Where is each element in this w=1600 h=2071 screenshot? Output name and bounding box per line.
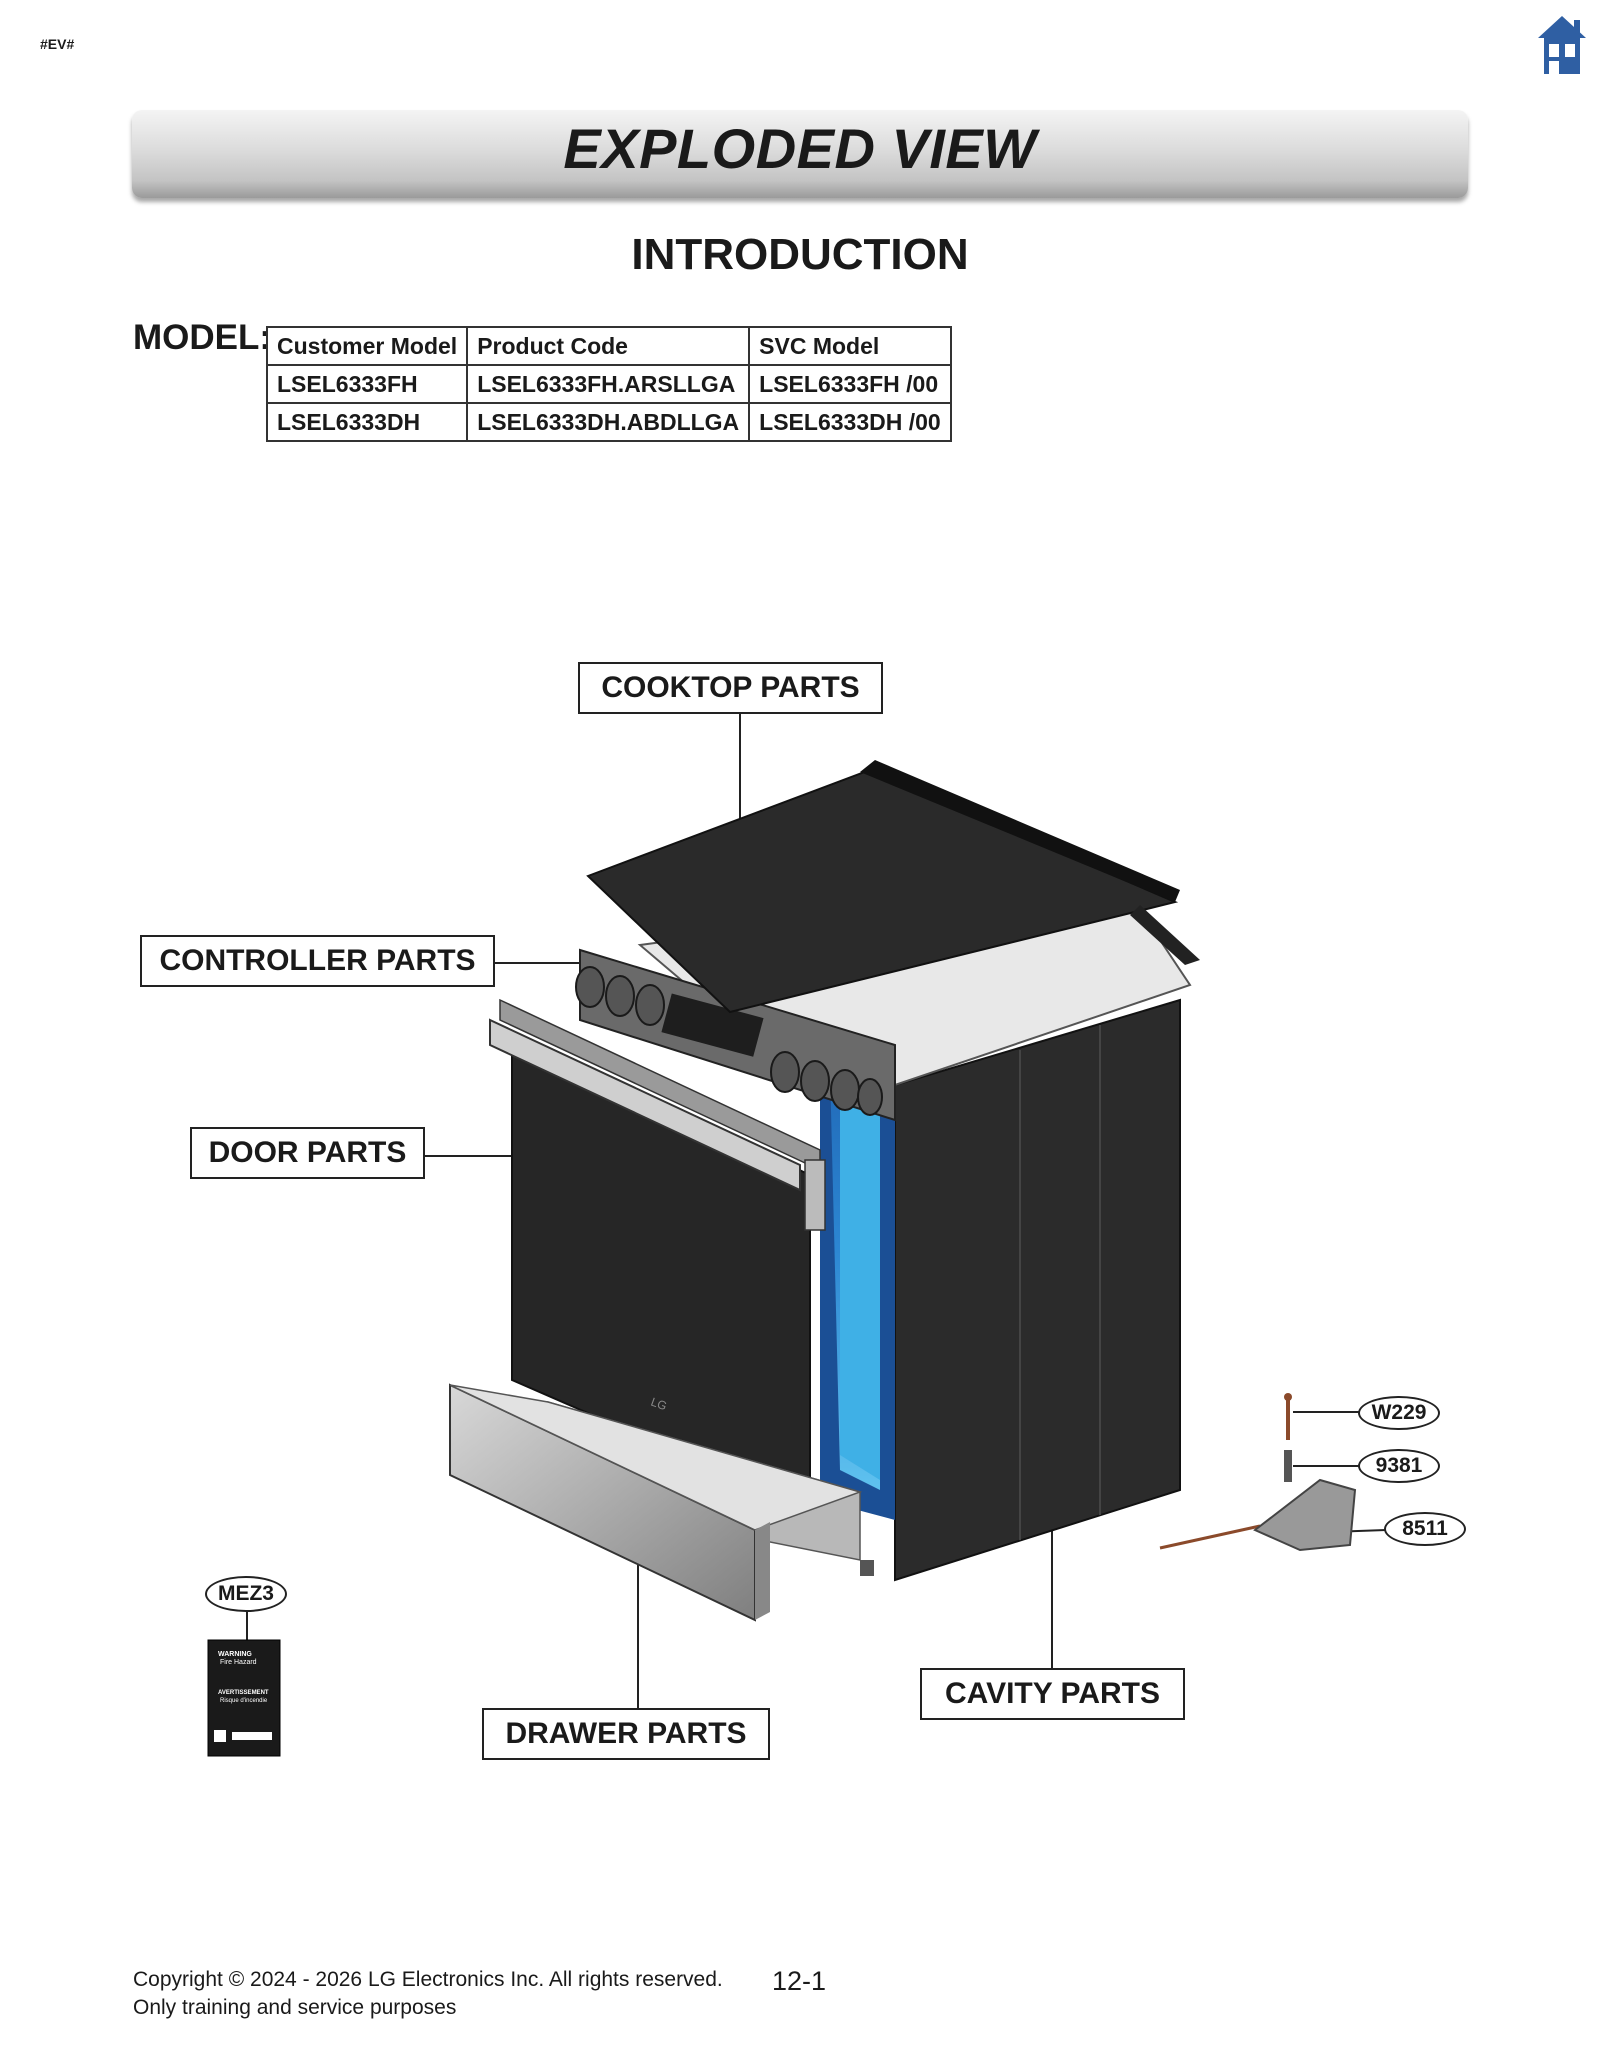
- warning-text: WARNING: [218, 1651, 252, 1658]
- column-header: Customer Model: [265, 326, 469, 366]
- part-code-w229[interactable]: W229: [1358, 1396, 1440, 1430]
- section-title: INTRODUCTION: [631, 230, 969, 279]
- column-header: Product Code: [466, 326, 751, 366]
- table-cell: LSEL6333FH.ARSLLGA: [466, 364, 751, 404]
- table-row: LSEL6333FH LSEL6333FH.ARSLLGA LSEL6333FH…: [265, 364, 952, 404]
- document-tag: #EV#: [40, 36, 75, 52]
- callout-door-parts[interactable]: DOOR PARTS: [190, 1127, 425, 1179]
- callout-controller-parts[interactable]: CONTROLLER PARTS: [140, 935, 495, 987]
- part-code-9381[interactable]: 9381: [1358, 1449, 1440, 1483]
- warning-label: WARNING Fire Hazard AVERTISSEMENT Risque…: [207, 1639, 281, 1757]
- callout-cooktop-parts[interactable]: COOKTOP PARTS: [578, 662, 883, 714]
- model-label: MODEL:: [133, 318, 272, 357]
- drawer: [449, 1383, 863, 1622]
- oven-door: LG: [489, 998, 826, 1512]
- table-cell: LSEL6333DH: [265, 402, 469, 442]
- page-number: 12-1: [772, 1966, 827, 1996]
- hardware-parts: [1159, 1393, 1357, 1552]
- part-code-8511[interactable]: 8511: [1384, 1512, 1466, 1546]
- callout-drawer-parts[interactable]: DRAWER PARTS: [482, 1708, 770, 1760]
- risque-text: Risque d'incendie: [220, 1698, 268, 1704]
- fire-hazard-text: Fire Hazard: [220, 1659, 257, 1666]
- copyright-text: Copyright © 2024 - 2026 LG Electronics I…: [133, 1968, 723, 1991]
- cooktop-glass: [586, 760, 1200, 1014]
- purpose-text: Only training and service purposes: [133, 1996, 457, 2019]
- banner-title: EXPLODED VIEW: [563, 117, 1037, 180]
- table-row: LSEL6333DH LSEL6333DH.ABDLLGA LSEL6333DH…: [265, 402, 952, 442]
- title-banner: [132, 110, 1468, 198]
- table-header-row: Customer Model Product Code SVC Model: [265, 326, 952, 366]
- model-table: Customer Model Product Code SVC Model LS…: [265, 326, 952, 442]
- table-cell: LSEL6333DH /00: [748, 402, 952, 442]
- table-cell: LSEL6333DH.ABDLLGA: [466, 402, 751, 442]
- brand-mark: LG: [649, 1395, 669, 1414]
- avertissement-text: AVERTISSEMENT: [218, 1690, 269, 1696]
- home-icon[interactable]: [1536, 14, 1588, 76]
- table-cell: LSEL6333FH: [265, 364, 469, 404]
- column-header: SVC Model: [748, 326, 952, 366]
- callout-cavity-parts[interactable]: CAVITY PARTS: [920, 1668, 1185, 1720]
- table-cell: LSEL6333FH /00: [748, 364, 952, 404]
- part-code-mez3[interactable]: MEZ3: [205, 1576, 287, 1612]
- leveling-foot: [860, 1560, 874, 1576]
